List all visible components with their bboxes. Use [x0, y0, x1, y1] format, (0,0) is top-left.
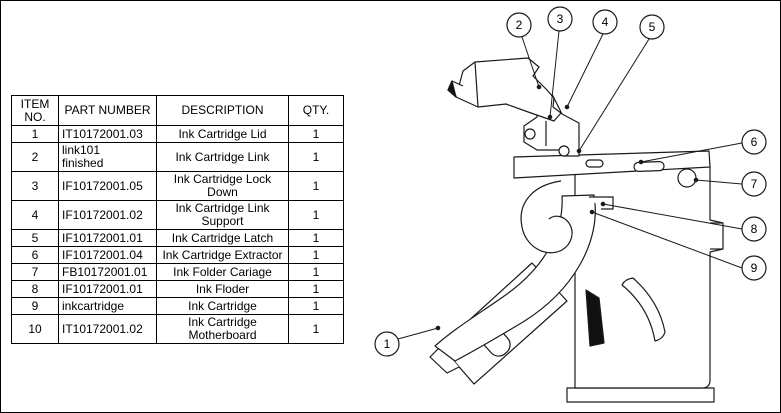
description-cell: Ink Cartridge Lid — [156, 125, 289, 143]
qty-cell: 1 — [288, 200, 344, 230]
description-cell: Ink Floder — [156, 280, 289, 298]
part-number-cell: IF10172001.01 — [58, 280, 157, 298]
qty-cell: 1 — [288, 125, 344, 143]
balloon-2: 2 — [506, 12, 532, 38]
item-no-cell: 7 — [11, 263, 59, 281]
bom-header-row: ITEM NO. PART NUMBER DESCRIPTION QTY. — [11, 95, 344, 126]
part-number-cell: IF10172001.02 — [58, 200, 157, 230]
bom-header-item-no: ITEM NO. — [11, 95, 59, 126]
item-no-cell: 5 — [11, 229, 59, 247]
part-lid — [455, 57, 562, 122]
description-cell: Ink Cartridge Motherboard — [156, 314, 289, 344]
qty-cell: 1 — [288, 171, 344, 201]
part-lid-tip-shade — [447, 80, 457, 98]
qty-cell: 1 — [288, 246, 344, 264]
item-no-cell: 2 — [11, 142, 59, 172]
balloon-6-label: 6 — [751, 135, 758, 149]
qty-cell: 1 — [288, 280, 344, 298]
part-number-cell: IT10172001.03 — [58, 125, 157, 143]
part-number-cell: IF10172001.01 — [58, 229, 157, 247]
balloon-8: 8 — [741, 216, 767, 242]
item-no-cell: 4 — [11, 200, 59, 230]
part-number-cell: FB10172001.01 — [58, 263, 157, 281]
bom-header-part-number: PART NUMBER — [58, 95, 157, 126]
item-no-cell: 10 — [11, 314, 59, 344]
part-number-cell: IT10172001.02 — [58, 314, 157, 344]
qty-cell: 1 — [288, 314, 344, 344]
qty-cell: 1 — [288, 229, 344, 247]
balloon-1: 1 — [374, 331, 400, 357]
table-row: 6 IF10172001.04 Ink Cartridge Extractor … — [11, 246, 344, 264]
description-cell: Ink Cartridge Latch — [156, 229, 289, 247]
part-lid-fold-line — [474, 61, 479, 108]
item-no-cell: 1 — [11, 125, 59, 143]
part-body-curved-slot — [621, 277, 666, 342]
table-row: 2 link101 finished Ink Cartridge Link 1 — [11, 142, 344, 172]
table-row: 10 IT10172001.02 Ink Cartridge Motherboa… — [11, 314, 344, 344]
balloon-5: 5 — [639, 14, 665, 40]
balloon-7-label: 7 — [751, 177, 758, 191]
part-number-cell: IF10172001.04 — [58, 246, 157, 264]
item-no-cell: 9 — [11, 297, 59, 315]
description-cell: Ink Cartridge Lock Down — [156, 171, 289, 201]
qty-cell: 1 — [288, 142, 344, 172]
part-number-cell: IF10172001.05 — [58, 171, 157, 201]
balloon-9-label: 9 — [751, 261, 758, 275]
balloon-7: 7 — [741, 171, 767, 197]
table-row: 9 inkcartridge Ink Cartridge 1 — [11, 297, 344, 315]
part-base-plate — [566, 387, 715, 403]
part-arm-foot — [429, 345, 460, 374]
qty-cell: 1 — [288, 297, 344, 315]
bom-table-container: ITEM NO. PART NUMBER DESCRIPTION QTY. 1 … — [11, 95, 344, 344]
balloon-3: 3 — [547, 6, 573, 32]
balloon-8-label: 8 — [751, 222, 758, 236]
part-latch-hook — [520, 180, 573, 254]
balloon-6: 6 — [741, 129, 767, 155]
balloon-9: 9 — [741, 255, 767, 281]
item-no-cell: 3 — [11, 171, 59, 201]
qty-cell: 1 — [288, 263, 344, 281]
table-row: 4 IF10172001.02 Ink Cartridge Link Suppo… — [11, 200, 344, 230]
description-cell: Ink Cartridge — [156, 297, 289, 315]
part-number-cell: inkcartridge — [58, 297, 157, 315]
balloon-4: 4 — [592, 9, 618, 35]
table-row: 8 IF10172001.01 Ink Floder 1 — [11, 280, 344, 298]
part-rail-slot-small — [585, 159, 604, 168]
part-rail-hole — [677, 168, 697, 188]
balloon-3-label: 3 — [557, 12, 564, 26]
part-link-pin-1 — [524, 128, 536, 140]
bom-header-description: DESCRIPTION — [156, 95, 289, 126]
part-main-body — [574, 158, 724, 389]
part-number-cell: link101 finished — [58, 142, 157, 172]
description-cell: Ink Cartridge Extractor — [156, 246, 289, 264]
description-cell: Ink Cartridge Link — [156, 142, 289, 172]
table-row: 3 IF10172001.05 Ink Cartridge Lock Down … — [11, 171, 344, 201]
part-rail-slot-large — [633, 161, 665, 172]
balloon-1-label: 1 — [384, 337, 391, 351]
balloon-callouts: 1 2 3 4 5 6 7 — [374, 6, 767, 357]
bom-table: ITEM NO. PART NUMBER DESCRIPTION QTY. 1 … — [11, 95, 344, 344]
part-link-pin-2 — [558, 145, 570, 157]
part-motherboard-wedge — [585, 289, 605, 347]
balloon-5-label: 5 — [649, 20, 656, 34]
balloon-4-label: 4 — [602, 15, 609, 29]
item-no-cell: 8 — [11, 280, 59, 298]
description-cell: Ink Cartridge Link Support — [156, 200, 289, 230]
item-no-cell: 6 — [11, 246, 59, 264]
balloon-2-label: 2 — [516, 18, 523, 32]
description-cell: Ink Folder Cariage — [156, 263, 289, 281]
bom-header-qty: QTY. — [288, 95, 344, 126]
leader-lines — [397, 30, 743, 340]
table-row: 1 IT10172001.03 Ink Cartridge Lid 1 — [11, 125, 344, 143]
table-row: 7 FB10172001.01 Ink Folder Cariage 1 — [11, 263, 344, 281]
table-row: 5 IF10172001.01 Ink Cartridge Latch 1 — [11, 229, 344, 247]
